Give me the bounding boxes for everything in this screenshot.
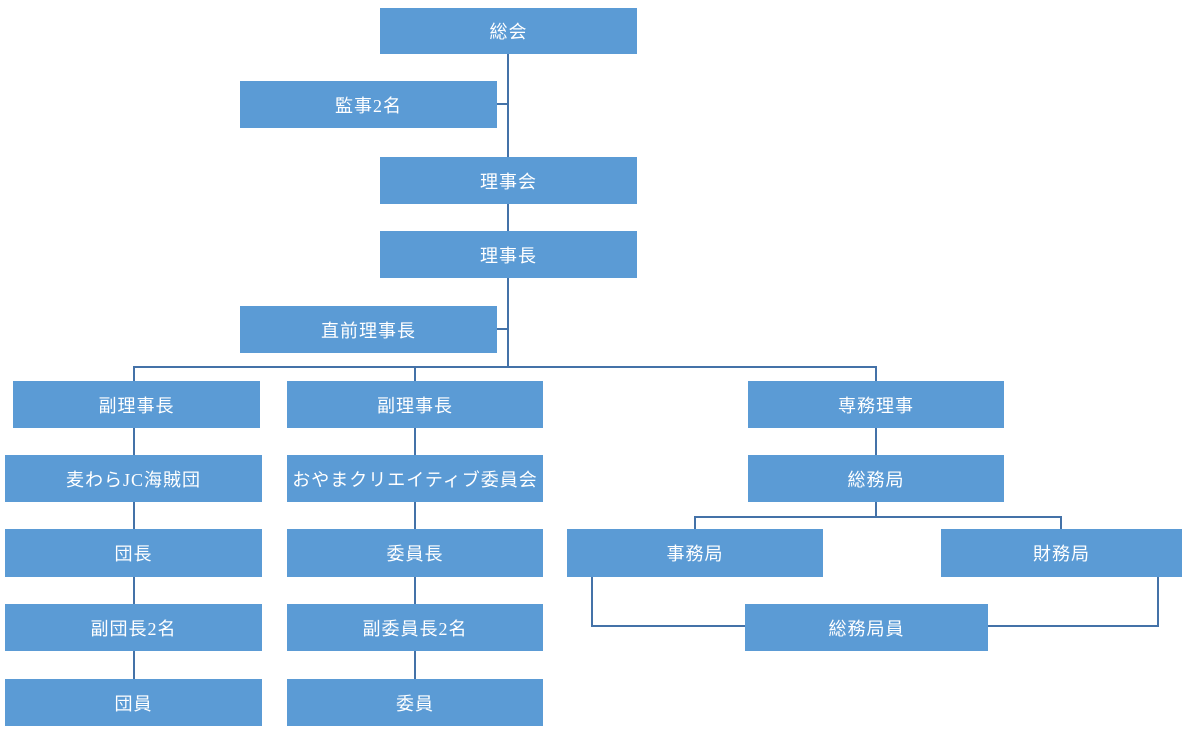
node-fuku-dancho-2mei: 副団長2名	[5, 604, 262, 651]
connector-soumu-tee-stem	[875, 502, 877, 516]
node-fuku-iincho-2mei-label: 副委員長2名	[362, 618, 468, 639]
connector-kanji-stub	[497, 103, 508, 105]
node-mugiwara-jc-label: 麦わらJC海賊団	[65, 469, 201, 490]
node-soukai-label: 総会	[489, 22, 528, 42]
node-fuku-rijicho-1-label: 副理事長	[98, 395, 175, 416]
node-soumukyokuin-label: 総務局員	[828, 618, 905, 639]
connector-col1-c	[133, 577, 135, 604]
node-senmu-riji-label: 専務理事	[838, 395, 914, 416]
node-soumukyokuin: 総務局員	[745, 604, 988, 651]
node-soumukyoku: 総務局	[748, 455, 1004, 502]
node-jimukyoku-label: 事務局	[666, 544, 724, 564]
node-danin-label: 団員	[114, 693, 153, 714]
node-rijicho-label: 理事長	[480, 245, 537, 266]
connector-branch-horizontal	[133, 366, 877, 368]
connector-col2-c	[414, 577, 416, 604]
connector-col1-d	[133, 651, 135, 679]
connector-jimu-elbow-horizontal	[591, 625, 745, 627]
node-chokuzen-rijicho: 直前理事長	[240, 306, 497, 353]
node-kanji-2mei: 監事2名	[240, 81, 497, 128]
node-soumukyoku-label: 総務局	[847, 469, 905, 490]
node-rijicho: 理事長	[380, 231, 637, 278]
node-oyama-creative: おやまクリエイティブ委員会	[287, 455, 543, 502]
connector-chokuzen-stub	[497, 328, 508, 330]
node-fuku-dancho-2mei-label: 副団長2名	[90, 618, 177, 639]
connector-jimu-elbow-vertical	[591, 577, 593, 627]
node-iincho: 委員長	[287, 529, 543, 577]
node-iincho-label: 委員長	[386, 544, 444, 564]
connector-col2-d	[414, 651, 416, 679]
node-zaimukyoku-label: 財務局	[1033, 544, 1090, 564]
node-senmu-riji: 専務理事	[748, 381, 1004, 428]
connector-soumu-tee-drop-right	[1060, 516, 1062, 529]
node-fuku-iincho-2mei: 副委員長2名	[287, 604, 543, 651]
node-rijikai: 理事会	[380, 157, 637, 204]
connector-col2-b	[414, 502, 416, 529]
node-zaimukyoku: 財務局	[941, 529, 1182, 577]
node-mugiwara-jc: 麦わらJC海賊団	[5, 455, 262, 502]
connector-branch-drop-right	[875, 366, 877, 381]
connector-col1-b	[133, 502, 135, 529]
node-kanji-2mei-label: 監事2名	[335, 95, 402, 116]
node-oyama-creative-label: おやまクリエイティブ委員会	[292, 469, 538, 490]
node-fuku-rijicho-2-label: 副理事長	[377, 395, 453, 416]
node-fuku-rijicho-1: 副理事長	[13, 381, 260, 428]
node-iin-label: 委員	[396, 693, 434, 714]
node-iin: 委員	[287, 679, 543, 726]
connector-zaimu-elbow-horizontal	[988, 625, 1159, 627]
connector-spine	[507, 53, 509, 367]
connector-branch-drop-left	[133, 366, 135, 381]
node-chokuzen-rijicho-label: 直前理事長	[321, 320, 416, 341]
connector-soumu-tee-drop-left	[694, 516, 696, 529]
node-dancho-label: 団長	[114, 544, 153, 564]
node-soukai: 総会	[380, 8, 637, 54]
connector-senmu-soumu	[875, 428, 877, 455]
connector-col1-a	[133, 428, 135, 455]
connector-zaimu-elbow-vertical	[1157, 577, 1159, 627]
connector-soumu-tee-horizontal	[694, 516, 1062, 518]
node-jimukyoku: 事務局	[567, 529, 823, 577]
connector-col2-a	[414, 428, 416, 455]
node-rijikai-label: 理事会	[480, 171, 537, 192]
node-danin: 団員	[5, 679, 262, 726]
node-dancho: 団長	[5, 529, 262, 577]
node-fuku-rijicho-2: 副理事長	[287, 381, 543, 428]
connector-branch-drop-middle	[414, 366, 416, 381]
